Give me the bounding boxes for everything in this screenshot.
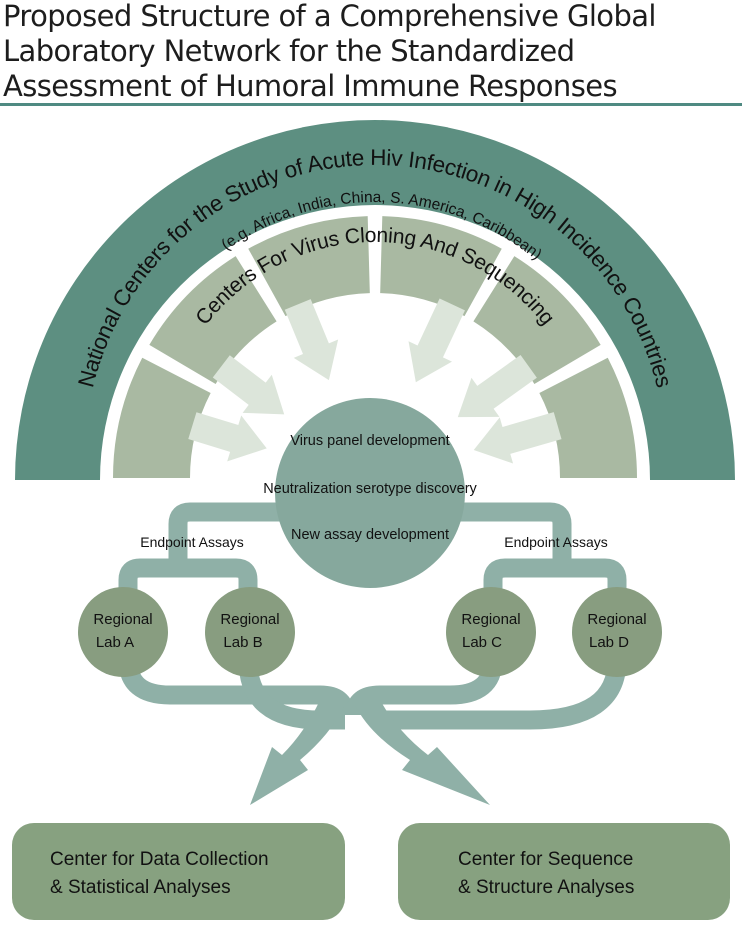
inflow-arrow (457, 354, 537, 418)
inflow-arrows (188, 298, 562, 464)
hub-line-1: Virus panel development (290, 433, 449, 449)
inflow-arrow (473, 412, 562, 464)
virus-cloning-centers (113, 216, 637, 478)
center-data-line-1: Center for Data Collection (50, 849, 269, 870)
cloning-center-segment (539, 357, 637, 478)
inflow-arrow (284, 299, 339, 381)
lab-a-line-1: Regional (93, 611, 152, 628)
cloning-center-segment (149, 256, 277, 385)
cloning-center-segment (380, 216, 502, 317)
output-arrows (250, 700, 490, 805)
regional-lab-c: Regional Lab C (446, 587, 536, 677)
title-line-1: Proposed Structure of a Comprehensive Gl… (3, 0, 657, 33)
inflow-arrow (408, 298, 465, 383)
cloning-center-segment (473, 256, 601, 385)
center-data-line-2: & Statistical Analyses (50, 877, 231, 898)
inflow-arrow (212, 355, 285, 415)
title-line-2: Laboratory Network for the Standardized (3, 34, 575, 68)
regional-lab-a: Regional Lab A (78, 587, 168, 677)
hub-line-3: New assay development (291, 527, 449, 543)
lab-d-line-1: Regional (587, 611, 646, 628)
cloning-center-segment (248, 216, 370, 317)
endpoint-assays-left: Endpoint Assays (140, 534, 244, 550)
diagram-title: Proposed Structure of a Comprehensive Gl… (3, 0, 738, 104)
regional-lab-d: Regional Lab D (572, 587, 662, 677)
cloning-center-segment (113, 357, 211, 478)
hub-circle (275, 398, 465, 588)
outer-arc-band (15, 120, 735, 480)
endpoint-assays-right: Endpoint Assays (504, 534, 608, 550)
center-data-collection: Center for Data Collection & Statistical… (12, 823, 345, 920)
title-line-3: Assessment of Humoral Immune Responses (3, 69, 618, 103)
inflow-arrow (188, 412, 267, 462)
lab-b-line-2: Lab B (223, 634, 262, 651)
regional-lab-b: Regional Lab B (205, 587, 295, 677)
lab-c-line-2: Lab C (462, 634, 502, 651)
lab-b-line-1: Regional (220, 611, 279, 628)
center-seq-line-2: & Structure Analyses (458, 877, 634, 898)
title-rule (0, 103, 742, 106)
lab-c-line-1: Regional (461, 611, 520, 628)
center-sequence-structure: Center for Sequence & Structure Analyses (398, 823, 730, 920)
lab-d-line-2: Lab D (589, 634, 629, 651)
hub-line-2: Neutralization serotype discovery (263, 481, 477, 497)
center-seq-line-1: Center for Sequence (458, 849, 633, 870)
lab-a-line-2: Lab A (96, 634, 134, 651)
